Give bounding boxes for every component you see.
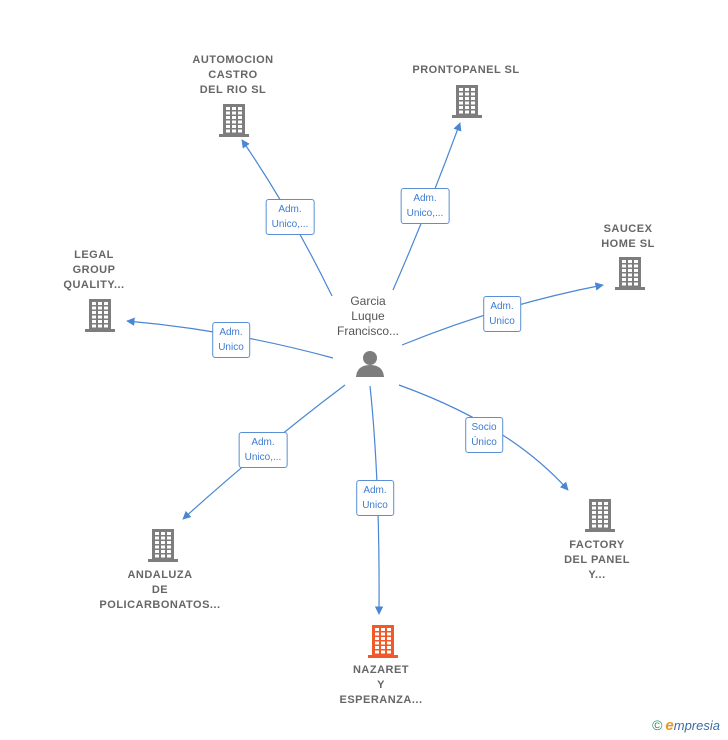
- company-name-factory[interactable]: FACTORY DEL PANEL Y...: [564, 538, 630, 583]
- edge-label-saucex[interactable]: Adm. Unico: [483, 296, 521, 332]
- edge-label-andaluza[interactable]: Adm. Unico,...: [238, 432, 288, 468]
- company-name-line: QUALITY...: [63, 279, 125, 291]
- company-name-line: LEGAL: [74, 249, 114, 261]
- company-name-line: GROUP: [72, 264, 116, 276]
- edge-label-line: Unico,...: [271, 219, 309, 230]
- edge-label-line: Unico,...: [406, 208, 444, 219]
- company-name-line: Y: [377, 679, 385, 691]
- edge-label-prontopanel[interactable]: Adm. Unico,...: [400, 188, 450, 224]
- building-icon-andaluza[interactable]: [148, 529, 178, 562]
- edge-label-line: Unico,...: [244, 452, 282, 463]
- edge-label-line: Unico: [489, 316, 515, 327]
- edge-label-legal[interactable]: Adm. Unico: [212, 322, 250, 358]
- company-name-line: DE: [151, 584, 169, 596]
- person-name-line: Luque: [351, 309, 385, 323]
- building-icon-automocion[interactable]: [219, 104, 249, 137]
- person-icon[interactable]: [356, 351, 384, 377]
- company-name-line: AUTOMOCION: [192, 54, 274, 66]
- edge-label-line: Adm.: [413, 193, 437, 204]
- company-name-saucex[interactable]: SAUCEX HOME SL: [601, 222, 655, 252]
- building-icon-prontopanel[interactable]: [452, 85, 482, 118]
- edge-label-nazaret[interactable]: Adm. Unico: [356, 480, 394, 516]
- building-icon-legal[interactable]: [85, 299, 115, 332]
- company-name-line: ANDALUZA: [127, 569, 193, 581]
- edge-label-automocion[interactable]: Adm. Unico,...: [265, 199, 315, 235]
- edge-label-line: Adm.: [251, 437, 275, 448]
- building-icon-nazaret[interactable]: [368, 625, 398, 658]
- building-icon-factory[interactable]: [585, 499, 615, 532]
- edge-label-line: Único: [471, 437, 497, 448]
- copyright-icon: ©: [652, 717, 663, 733]
- company-name-line: CASTRO: [208, 69, 258, 81]
- edge-label-line: Unico: [362, 500, 388, 511]
- company-name-legal[interactable]: LEGAL GROUP QUALITY...: [63, 248, 124, 293]
- company-name-line: DEL PANEL: [564, 554, 630, 566]
- company-name-line: ESPERANZA...: [339, 694, 423, 706]
- company-name-line: FACTORY: [569, 539, 625, 551]
- company-name-andaluza[interactable]: ANDALUZA DE POLICARBONATOS...: [99, 568, 220, 613]
- company-name-line: Y...: [588, 569, 606, 581]
- company-name-line: PRONTOPANEL SL: [412, 64, 520, 76]
- person-name-line: Francisco...: [336, 324, 400, 338]
- edge-label-line: Unico: [218, 342, 244, 353]
- brand-logo-initial: e: [665, 717, 674, 734]
- company-name-line: DEL RIO SL: [199, 84, 267, 96]
- company-name-nazaret[interactable]: NAZARET Y ESPERANZA...: [339, 663, 422, 708]
- company-name-line: POLICARBONATOS...: [99, 599, 221, 611]
- company-name-line: HOME SL: [601, 238, 655, 250]
- edge-label-line: Adm.: [219, 327, 243, 338]
- company-name-automocion[interactable]: AUTOMOCION CASTRO DEL RIO SL: [192, 53, 273, 98]
- edge-label-line: Adm.: [278, 204, 302, 215]
- edge-label-line: Adm.: [363, 485, 387, 496]
- building-icon-saucex[interactable]: [615, 257, 645, 290]
- company-name-line: SAUCEX: [603, 223, 653, 235]
- brand-footer: ©empresia: [652, 717, 720, 734]
- company-name-prontopanel[interactable]: PRONTOPANEL SL: [412, 63, 519, 78]
- person-name-line: Garcia: [350, 294, 386, 308]
- brand-logo-text: mpresia: [673, 718, 720, 733]
- edge-label-line: Socio: [471, 422, 497, 433]
- company-name-line: NAZARET: [352, 664, 410, 676]
- edge-label-line: Adm.: [490, 301, 514, 312]
